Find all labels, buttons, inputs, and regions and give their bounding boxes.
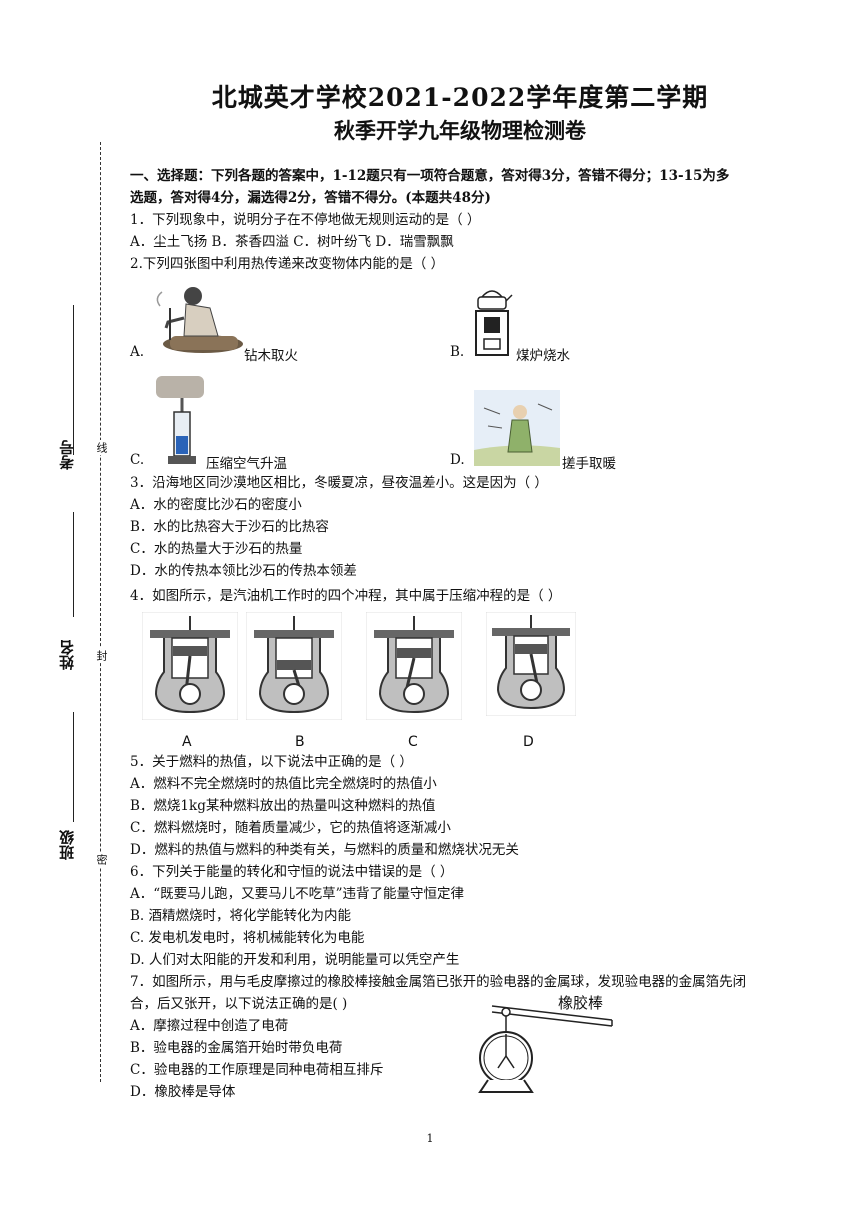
electroscope-figure (478, 1005, 613, 1093)
q5-option-c: C．燃料燃烧时，随着质量减少，它的热值将逐渐减小 (130, 820, 451, 836)
page-number: 1 (426, 1132, 434, 1145)
q7-stem-line2: 合，后又张开，以下说法正确的是( ) (130, 996, 348, 1012)
q6-option-d: D. 人们对太阳能的开发和利用，说明能量可以凭空产生 (130, 952, 460, 968)
q3-option-c: C．水的热量大于沙石的热量 (130, 541, 303, 557)
q6-option-a: A．“既要马儿跑，又要马儿不吃草”违背了能量守恒定律 (130, 886, 465, 902)
banji-underline (73, 712, 74, 822)
q5-option-d: D．燃料的热值与燃料的种类有关，与燃料的质量和燃烧状况无关 (130, 842, 519, 858)
q6-option-b: B. 酒精燃烧时，将化学能转化为内能 (130, 908, 352, 924)
q5-option-a: A．燃料不完全燃烧时的热值比完全燃烧时的热值小 (130, 776, 437, 792)
q7-option-d: D．橡胶棒是导体 (130, 1084, 236, 1100)
engine-label-a: A (182, 734, 192, 750)
q7-option-a: A．摩擦过程中创造了电荷 (130, 1018, 289, 1034)
q2-b-letter: B. (450, 344, 465, 360)
q7-option-b: B．验电器的金属箔开始时带负电荷 (130, 1040, 343, 1056)
seal-feng: 封 (93, 648, 109, 663)
q7-option-c: C．验电器的工作原理是同种电荷相互排斥 (130, 1062, 384, 1078)
q2-a-letter: A. (130, 344, 145, 360)
q2-d-caption: 搓手取暖 (562, 456, 616, 472)
binding-dashed-line (100, 142, 101, 1082)
xingming-label: 姓名 (58, 640, 76, 670)
kaohao-label: 考号 (58, 440, 76, 470)
q2-a-caption: 钻木取火 (244, 348, 298, 364)
kaohao-underline (73, 305, 74, 455)
q2-d-figure (474, 390, 560, 466)
q2-a-figure (156, 287, 243, 353)
page-title: 北城英才学校2021-2022学年度第二学期 (211, 83, 709, 112)
q2-stem: 2.下列四张图中利用热传递来改变物体内能的是（ ） (130, 256, 445, 272)
q2-d-letter: D. (450, 452, 465, 468)
section1-line1: 一、选择题：下列各题的答案中，1-12题只有一项符合题意，答对得3分，答错不得分… (130, 168, 730, 184)
engine-figure-d (486, 612, 576, 716)
q7-stem-line1: 7．如图所示，用与毛皮摩擦过的橡胶棒接触金属箔已张开的验电器的金属球，发现验电器… (130, 974, 747, 990)
electroscope-rod-label: 橡胶棒 (558, 994, 604, 1012)
xingming-underline (73, 512, 74, 617)
engine-figure-a (142, 612, 238, 720)
engine-figure-c (366, 612, 462, 720)
q2-c-caption: 压缩空气升温 (206, 456, 287, 472)
q6-stem: 6．下列关于能量的转化和守恒的说法中错误的是（ ） (130, 864, 454, 880)
q5-option-b: B．燃烧1kg某种燃料放出的热量叫这种燃料的热值 (130, 798, 436, 814)
section1-line2: 选题，答对得4分，漏选得2分，答错不得分。(本题共48分) (130, 190, 491, 206)
q1-stem: 1．下列现象中，说明分子在不停地做无规则运动的是（ ） (130, 212, 481, 228)
page-subtitle: 秋季开学九年级物理检测卷 (334, 118, 586, 143)
q3-option-a: A．水的密度比沙石的密度小 (130, 497, 302, 513)
q4-stem: 4．如图所示，是汽油机工作时的四个冲程，其中属于压缩冲程的是（ ） (130, 588, 562, 604)
q3-option-b: B．水的比热容大于沙石的比热容 (130, 519, 329, 535)
engine-figure-b (246, 612, 342, 720)
engine-label-d: D (523, 734, 534, 750)
q3-option-d: D．水的传热本领比沙石的传热本领差 (130, 563, 357, 579)
q2-c-letter: C. (130, 452, 145, 468)
q6-option-c: C. 发电机发电时，将机械能转化为电能 (130, 930, 365, 946)
q2-c-figure (156, 376, 204, 464)
engine-label-b: B (295, 734, 305, 750)
q3-stem: 3．沿海地区同沙漠地区相比，冬暖夏凉，昼夜温差小。这是因为（ ） (130, 475, 548, 491)
q2-b-caption: 煤炉烧水 (516, 348, 570, 364)
q1-options: A．尘土飞扬 B．茶香四溢 C．树叶纷飞 D．瑞雪飘飘 (130, 234, 454, 250)
seal-xian: 线 (93, 440, 109, 455)
q5-stem: 5．关于燃料的热值，以下说法中正确的是（ ） (130, 754, 413, 770)
banji-label: 班级 (58, 830, 76, 860)
q2-b-figure (475, 290, 513, 356)
seal-mi: 密 (93, 852, 109, 867)
engine-label-c: C (408, 734, 418, 750)
